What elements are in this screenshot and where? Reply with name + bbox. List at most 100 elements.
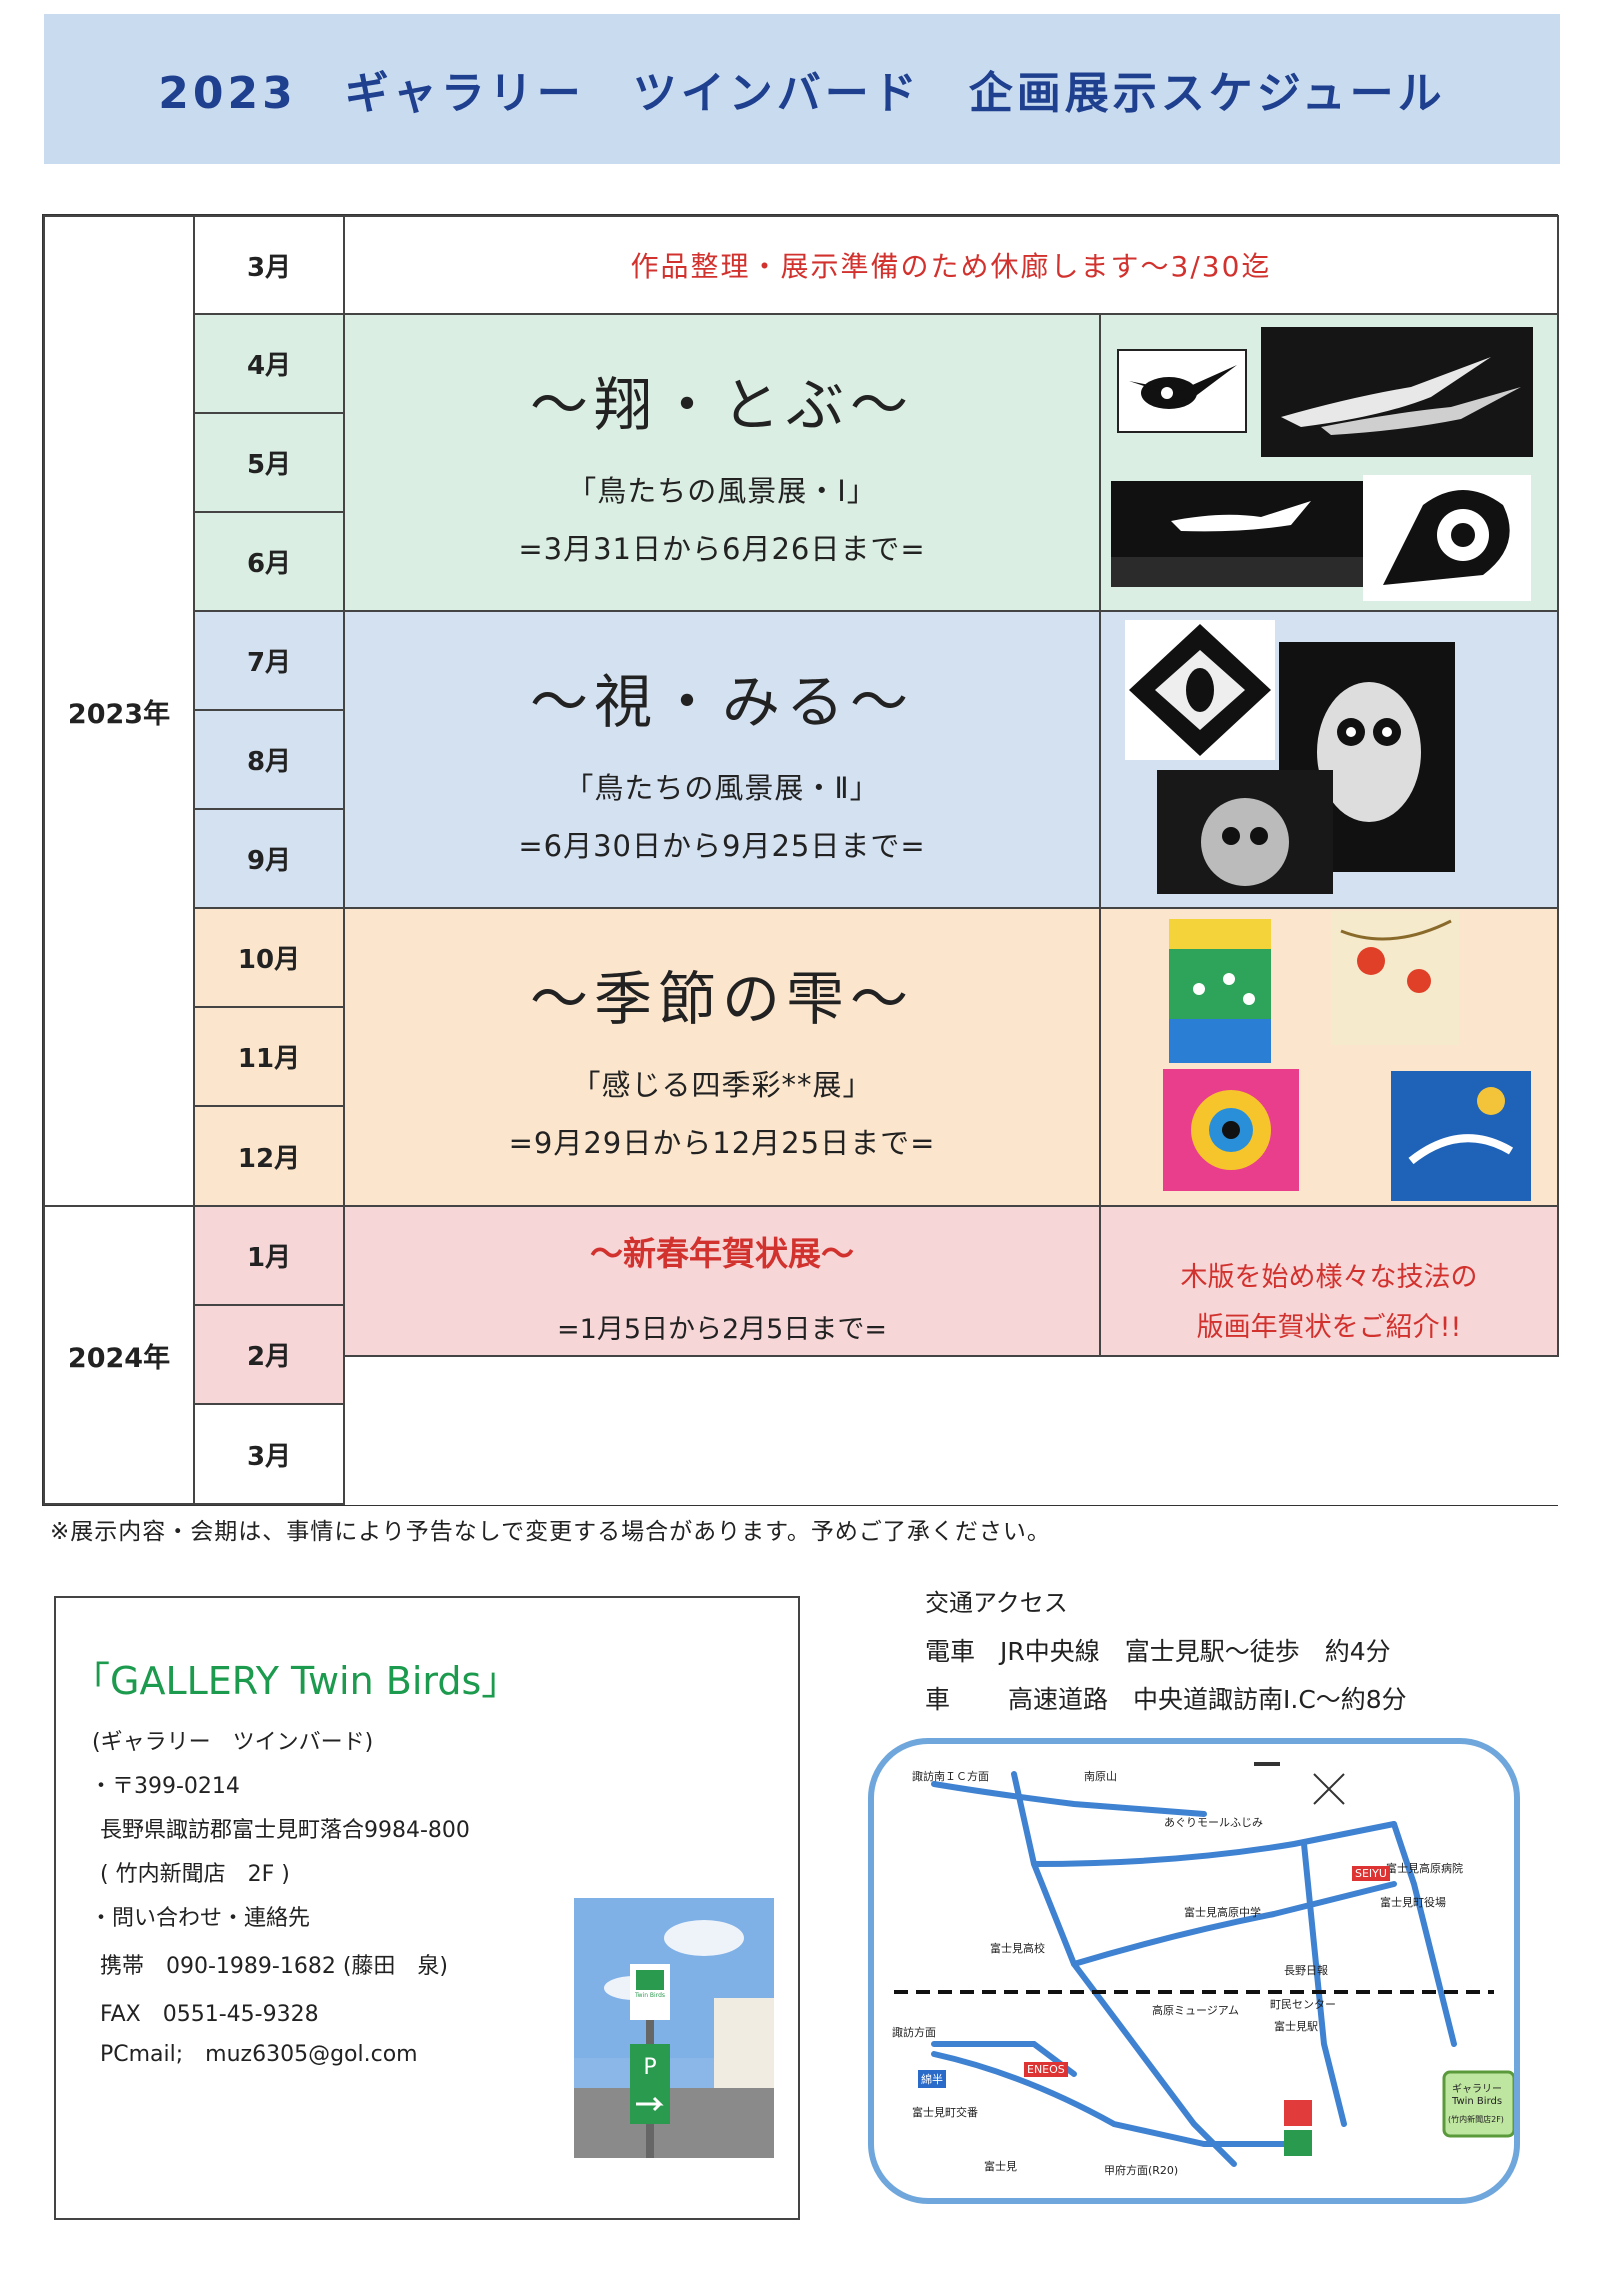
exhibition-title: ～新春年賀状展～ bbox=[590, 1234, 854, 1273]
year-2024-label: 2024年 bbox=[67, 1342, 171, 1374]
persimmon-image bbox=[1331, 911, 1459, 1045]
month-cell: 10月 bbox=[193, 907, 345, 1008]
season-green-image bbox=[1169, 919, 1271, 1063]
map-label: 富士見高原中学 bbox=[1184, 1906, 1261, 1919]
owl-large-image bbox=[1279, 642, 1455, 872]
exhibition-title: ～季節の雫～ bbox=[529, 965, 914, 1033]
access-map[interactable]: 諏訪南ＩＣ方面 南原山 あぐりモールふじみ 富士見高原病院 富士見町役場 富士見… bbox=[868, 1738, 1520, 2204]
gallery-address: 長野県諏訪郡富士見町落合9984-800 bbox=[100, 1818, 470, 1843]
map-label: 諏訪南ＩＣ方面 bbox=[912, 1770, 989, 1783]
train-label: 電車 bbox=[925, 1637, 976, 1666]
map-label: 町民センター bbox=[1270, 1998, 1336, 2011]
map-label: 長野日報 bbox=[1284, 1964, 1328, 1977]
gallery-info-box: 「GALLERY Twin Birds」 (ギャラリー ツインバード) ・〒39… bbox=[54, 1596, 800, 2220]
exhibition-1: ～翔・とぶ～ 「鳥たちの風景展・Ⅰ」 =3月31日から6月26日まで= bbox=[343, 313, 1101, 612]
month-label: 1月 bbox=[246, 1243, 292, 1273]
month-label: 3月 bbox=[246, 252, 292, 283]
closure-notice: 作品整理・展示準備のため休廊します～3/30迄 bbox=[343, 215, 1559, 315]
exhibition-subtitle: 「鳥たちの風景展・Ⅰ」 bbox=[567, 473, 877, 508]
exhibition-1-artwork bbox=[1099, 313, 1559, 612]
month-label: 4月 bbox=[246, 351, 292, 381]
newyear-note: 木版を始め様々な技法の 版画年賀状をご紹介!! bbox=[1099, 1205, 1559, 1357]
map-gallery-callout: Twin Birds bbox=[1452, 2096, 1503, 2107]
month-cell: 3月 bbox=[193, 1403, 345, 1505]
map-label: 甲府方面(R20) bbox=[1104, 2164, 1179, 2177]
exhibition-4: ～新春年賀状展～ =1月5日から2月5日まで= bbox=[343, 1205, 1101, 1357]
flying-cranes-image bbox=[1261, 327, 1533, 457]
month-cell: 12月 bbox=[193, 1105, 345, 1207]
map-label: 富士見 bbox=[984, 2160, 1017, 2173]
closure-text: 作品整理・展示準備のため休廊します～3/30迄 bbox=[630, 250, 1272, 283]
map-gallery-callout: (竹内新聞店2F) bbox=[1448, 2115, 1504, 2124]
map-label: 富士見町役場 bbox=[1380, 1896, 1446, 1909]
month-cell: 1月 bbox=[193, 1205, 345, 1306]
gallery-name: 「GALLERY Twin Birds」 bbox=[72, 1659, 520, 1703]
swan-night-image bbox=[1111, 481, 1373, 587]
fax-number: FAX 0551-45-9328 bbox=[100, 2002, 319, 2027]
map-label: 高原ミュージアム bbox=[1152, 2004, 1240, 2017]
storefront-sign-text: Twin Birds bbox=[634, 1992, 666, 1999]
map-label: 南原山 bbox=[1084, 1770, 1117, 1783]
exhibition-subtitle: 「鳥たちの風景展・Ⅱ」 bbox=[564, 770, 880, 805]
swimmer-image bbox=[1391, 1071, 1531, 1201]
exhibition-dates: =1月5日から2月5日まで= bbox=[557, 1314, 887, 1345]
page-header: 2023 ギャラリー ツインバード 企画展示スケジュール bbox=[44, 14, 1560, 164]
newyear-note-line: 木版を始め様々な技法の bbox=[1180, 1262, 1478, 1293]
exhibition-3-artwork bbox=[1099, 907, 1559, 1207]
year-2024-cell: 2024年 bbox=[43, 1205, 195, 1505]
exhibition-dates: =3月31日から6月26日まで= bbox=[518, 531, 926, 566]
month-cell: 6月 bbox=[193, 511, 345, 612]
mobile-number: 携帯 090-1989-1682 (藤田 泉) bbox=[100, 1954, 449, 1979]
gallery-building: ( 竹内新聞店 2F ) bbox=[100, 1862, 290, 1887]
empty-row bbox=[343, 1355, 1559, 1505]
month-cell: 7月 bbox=[193, 610, 345, 711]
month-cell: 5月 bbox=[193, 412, 345, 513]
map-label: 富士見高原病院 bbox=[1386, 1862, 1463, 1875]
exhibition-title: ～翔・とぶ～ bbox=[529, 370, 914, 439]
month-cell: 8月 bbox=[193, 709, 345, 810]
map-label: 富士見駅 bbox=[1274, 2020, 1318, 2033]
map-label: 富士見町交番 bbox=[912, 2106, 978, 2119]
month-label: 8月 bbox=[246, 747, 292, 777]
eneos-marker: ENEOS bbox=[1024, 2062, 1068, 2077]
disclaimer-note: ※展示内容・会期は、事情により予告なしで変更する場合があります。予めご了承くださ… bbox=[50, 1519, 1051, 1545]
exhibition-title: ～視・みる～ bbox=[529, 667, 914, 736]
map-label: あぐりモールふじみ bbox=[1164, 1816, 1263, 1829]
month-cell: 9月 bbox=[193, 808, 345, 909]
email-address: PCmail; muz6305@gol.com bbox=[100, 2042, 418, 2067]
month-cell: 2月 bbox=[193, 1304, 345, 1405]
bird-print-image bbox=[1117, 349, 1247, 433]
train-access: JR中央線 富士見駅～徒歩 約4分 bbox=[1000, 1637, 1391, 1666]
month-label: 6月 bbox=[246, 549, 292, 579]
month-cell: 3月 bbox=[193, 215, 345, 315]
contact-label: ・問い合わせ・連絡先 bbox=[90, 1906, 311, 1931]
exhibition-dates: =9月29日から12月25日まで= bbox=[508, 1126, 936, 1160]
month-label: 3月 bbox=[246, 1441, 292, 1472]
access-heading: 交通アクセス bbox=[925, 1589, 1068, 1617]
exhibition-2: ～視・みる～ 「鳥たちの風景展・Ⅱ」 =6月30日から9月25日まで= bbox=[343, 610, 1101, 909]
flower-pattern-image bbox=[1163, 1069, 1299, 1191]
month-label: 10月 bbox=[237, 945, 301, 975]
month-cell: 11月 bbox=[193, 1006, 345, 1107]
watahan-marker: 綿半 bbox=[918, 2070, 946, 2088]
gallery-kana: (ギャラリー ツインバード) bbox=[92, 1730, 374, 1755]
newyear-note-line: 版画年賀状をご紹介!! bbox=[1196, 1312, 1462, 1343]
spiral-bird-image bbox=[1363, 475, 1531, 601]
schedule-table: 2023年 2024年 3月 4月 5月 6月 7月 8月 9月 10月 11月… bbox=[42, 214, 1559, 1506]
exhibition-dates: =6月30日から9月25日まで= bbox=[518, 828, 926, 863]
month-label: 11月 bbox=[237, 1044, 301, 1074]
map-gallery-callout: ギャラリー bbox=[1452, 2084, 1502, 2095]
map-label: 富士見高校 bbox=[990, 1942, 1045, 1955]
month-label: 2月 bbox=[246, 1342, 292, 1372]
gallery-postal: ・〒399-0214 bbox=[90, 1774, 240, 1799]
month-label: 9月 bbox=[246, 846, 292, 876]
year-2023-label: 2023年 bbox=[67, 698, 171, 730]
exhibition-3: ～季節の雫～ 「感じる四季彩**展」 =9月29日から12月25日まで= bbox=[343, 907, 1101, 1207]
svg-text:P: P bbox=[643, 2055, 656, 2080]
owl-family-image bbox=[1157, 770, 1333, 894]
month-cell: 4月 bbox=[193, 313, 345, 414]
seiyu-marker: SEIYU bbox=[1352, 1866, 1390, 1881]
car-access: 高速道路 中央道諏訪南I.C～約8分 bbox=[1008, 1685, 1407, 1714]
owl-diamond-image bbox=[1125, 620, 1275, 760]
year-2023-cell: 2023年 bbox=[43, 215, 195, 1207]
